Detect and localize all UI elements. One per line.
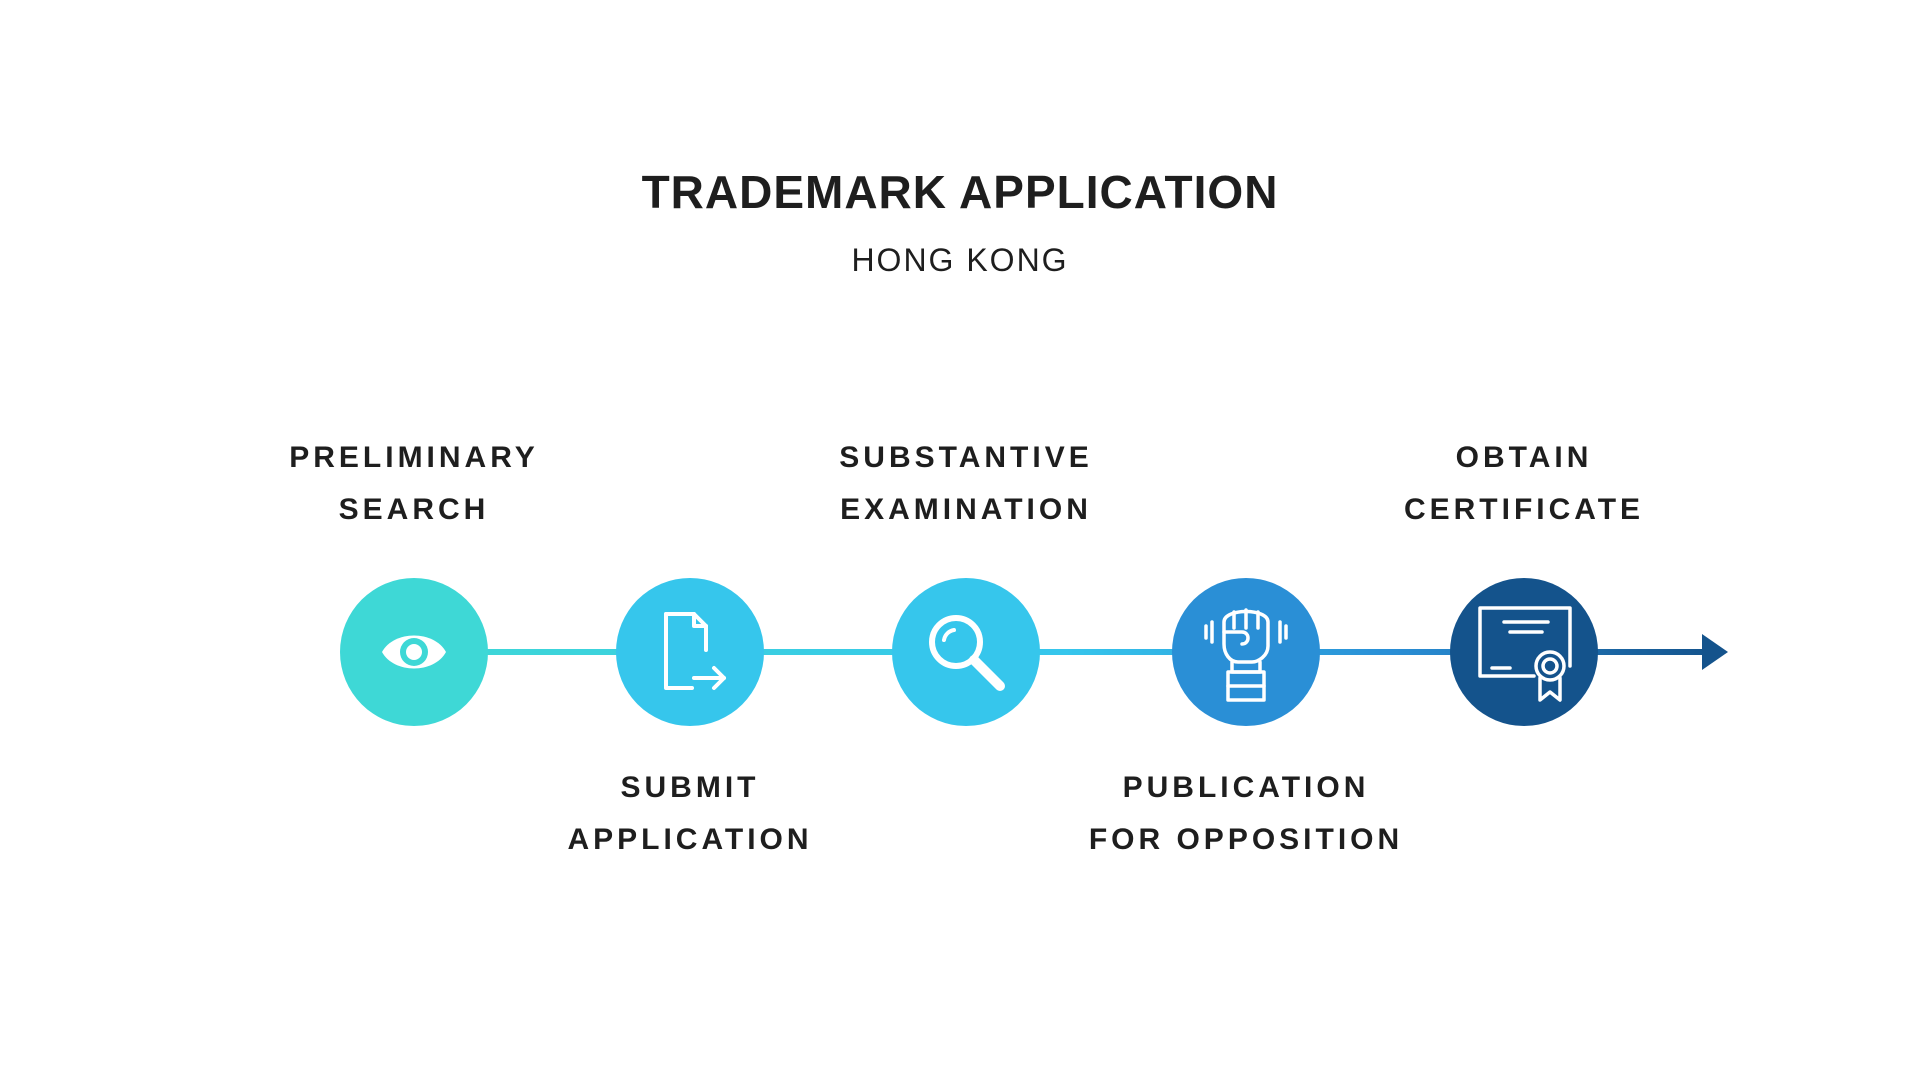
step-circle <box>892 578 1040 726</box>
step-node-publication-for-opposition <box>1172 578 1320 726</box>
step-label-line: OBTAIN <box>1455 441 1593 474</box>
step-label-publication-for-opposition: PUBLICATION FOR OPPOSITION <box>1066 762 1426 866</box>
timeline-connector <box>414 649 1714 655</box>
step-circle <box>1450 578 1598 726</box>
step-label-substantive-examination: SUBSTANTIVE EXAMINATION <box>786 432 1146 536</box>
diagram-subtitle: HONG KONG <box>851 242 1069 278</box>
step-label-line: FOR OPPOSITION <box>1088 823 1404 856</box>
step-label-line: EXAMINATION <box>840 493 1092 526</box>
step-label-line: CERTIFICATE <box>1403 493 1645 526</box>
timeline-arrow-head <box>1702 634 1728 670</box>
step-label-line: SUBMIT <box>620 771 760 804</box>
step-circle <box>1172 578 1320 726</box>
step-circle <box>616 578 764 726</box>
raised-fist-icon <box>1204 608 1288 702</box>
diagram-title: TRADEMARK APPLICATION <box>641 166 1279 218</box>
step-node-preliminary-search <box>340 578 488 726</box>
step-label-line: SEARCH <box>338 493 490 526</box>
step-label-submit-application: SUBMIT APPLICATION <box>510 762 870 866</box>
document-arrow-icon <box>664 612 726 690</box>
step-label-line: PRELIMINARY <box>289 441 539 474</box>
step-node-obtain-certificate <box>1450 578 1598 726</box>
magnifier-icon <box>929 615 1005 691</box>
step-label-line: APPLICATION <box>567 823 813 856</box>
step-label-preliminary-search: PRELIMINARY SEARCH <box>234 432 594 536</box>
certificate-icon <box>1478 606 1572 702</box>
eye-icon <box>382 635 446 669</box>
step-node-substantive-examination <box>892 578 1040 726</box>
step-label-line: PUBLICATION <box>1122 771 1370 804</box>
step-label-obtain-certificate: OBTAIN CERTIFICATE <box>1344 432 1704 536</box>
step-label-line: SUBSTANTIVE <box>839 441 1093 474</box>
step-node-submit-application <box>616 578 764 726</box>
